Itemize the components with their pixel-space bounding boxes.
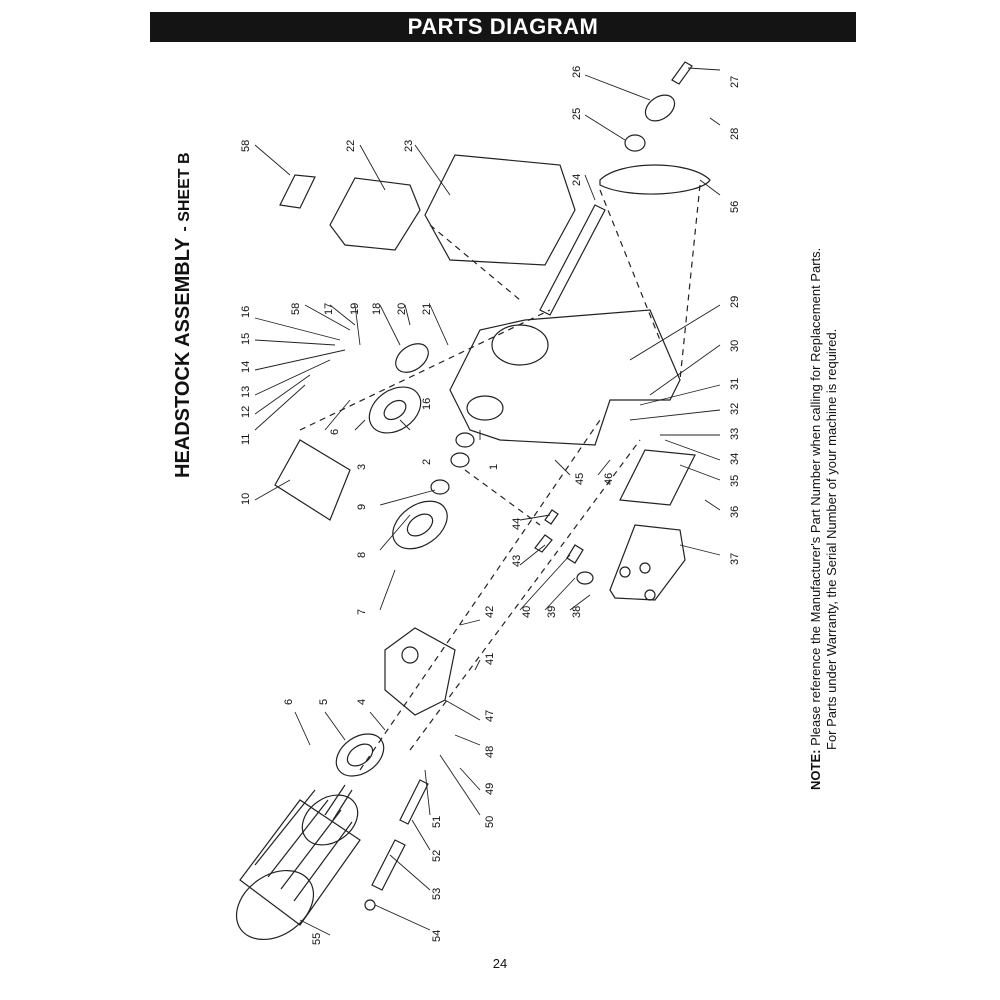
switch-box-drawing bbox=[609, 524, 686, 601]
part-label: 56 bbox=[729, 201, 741, 213]
page-title: PARTS DIAGRAM bbox=[407, 14, 599, 39]
part-label: 58 bbox=[290, 303, 302, 315]
access-door-drawing bbox=[619, 449, 696, 506]
part-label: 37 bbox=[729, 553, 741, 565]
part-label: 7 bbox=[356, 609, 368, 615]
part-label: 50 bbox=[484, 816, 496, 828]
part-label: 54 bbox=[431, 930, 443, 942]
spindle-shaft-drawing bbox=[539, 204, 606, 316]
part-label: 13 bbox=[240, 386, 252, 398]
part-label: 26 bbox=[571, 66, 583, 78]
part-label: 16 bbox=[240, 306, 252, 318]
display-panel-drawing bbox=[329, 177, 421, 251]
page-number: 24 bbox=[492, 956, 508, 971]
part-label: 53 bbox=[431, 888, 443, 900]
spindle-pulley-drawing bbox=[392, 500, 448, 550]
part-callouts: 6 5 4 7 8 9 10 11 12 13 14 15 16 58 17 1… bbox=[240, 66, 741, 945]
part-label: 25 bbox=[571, 108, 583, 120]
part-label: 23 bbox=[403, 140, 415, 152]
part-label: 1 bbox=[488, 464, 500, 470]
part-label: 33 bbox=[729, 428, 741, 440]
part-label: 4 bbox=[356, 699, 368, 705]
part-label: 10 bbox=[240, 493, 252, 505]
part-label: 41 bbox=[484, 653, 496, 665]
part-label: 14 bbox=[240, 361, 252, 373]
part-label: 12 bbox=[240, 406, 252, 418]
part-label: 49 bbox=[484, 783, 496, 795]
part-label: 6 bbox=[283, 699, 295, 705]
part-label: 2 bbox=[421, 459, 433, 465]
control-box-drawing bbox=[424, 154, 576, 266]
motor-pulley-drawing bbox=[335, 733, 385, 777]
part-label: 44 bbox=[511, 518, 523, 530]
part-label: 36 bbox=[729, 506, 741, 518]
part-label: 21 bbox=[421, 303, 433, 315]
part-label: 34 bbox=[729, 453, 741, 465]
part-label: 20 bbox=[396, 303, 408, 315]
headstock-casting-drawing bbox=[449, 309, 681, 446]
part-label: 47 bbox=[484, 710, 496, 722]
header-bar: PARTS DIAGRAM bbox=[150, 12, 856, 42]
part-label: 6 bbox=[329, 429, 341, 435]
part-label: 19 bbox=[349, 303, 361, 315]
part-label: 17 bbox=[323, 303, 335, 315]
part-label: 18 bbox=[371, 303, 383, 315]
part-label: 8 bbox=[356, 552, 368, 558]
part-label: 48 bbox=[484, 746, 496, 758]
part-label: 3 bbox=[356, 464, 368, 470]
belt-cover-drawing bbox=[274, 439, 351, 521]
part-label: 11 bbox=[240, 434, 252, 445]
part-label: 28 bbox=[729, 128, 741, 140]
part-label: 38 bbox=[571, 606, 583, 618]
motor-plate-drawing bbox=[384, 627, 456, 716]
part-label: 45 bbox=[574, 473, 586, 485]
part-label: 43 bbox=[511, 555, 523, 567]
part-label: 5 bbox=[318, 699, 330, 705]
part-label: 55 bbox=[311, 933, 323, 945]
part-label: 35 bbox=[729, 475, 741, 487]
part-label: 24 bbox=[571, 174, 583, 186]
part-label: 9 bbox=[356, 504, 368, 510]
part-label: 51 bbox=[431, 816, 443, 828]
part-label: 42 bbox=[484, 606, 496, 618]
part-label: 16 bbox=[421, 398, 433, 410]
diagram-artwork bbox=[235, 61, 721, 941]
part-label: 39 bbox=[546, 606, 558, 618]
part-label: 31 bbox=[729, 378, 741, 390]
motor-drawing bbox=[235, 784, 361, 941]
part-label: 32 bbox=[729, 403, 741, 415]
part-label: 15 bbox=[240, 333, 252, 345]
drive-belt-drawing bbox=[599, 164, 711, 195]
part-label: 27 bbox=[729, 76, 741, 88]
part-label: 58 bbox=[240, 140, 252, 152]
part-label: 29 bbox=[729, 296, 741, 308]
part-label: 52 bbox=[431, 850, 443, 862]
part-label: 46 bbox=[603, 473, 615, 485]
part-label: 22 bbox=[345, 140, 357, 152]
part-label: 30 bbox=[729, 340, 741, 352]
gear-drawing bbox=[368, 386, 422, 434]
part-label: 40 bbox=[521, 606, 533, 618]
